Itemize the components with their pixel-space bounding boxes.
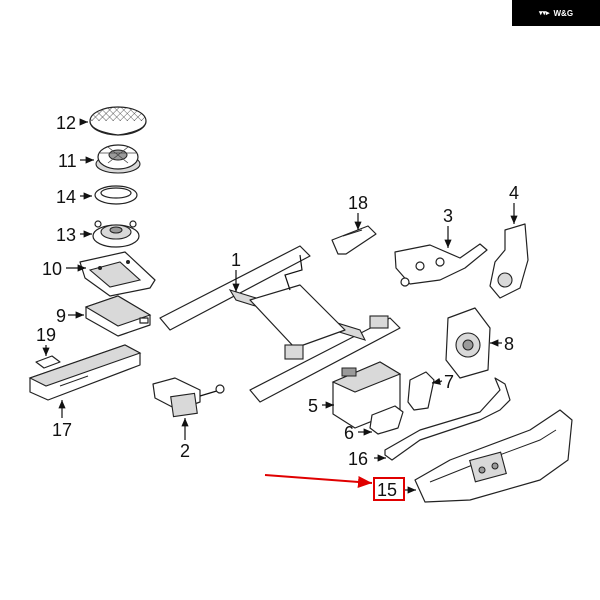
part-11-speaker	[95, 144, 141, 174]
part-14-ring	[94, 185, 138, 205]
leader-lines	[42, 118, 518, 494]
callout-17: 17	[52, 420, 72, 440]
callout-14: 14	[56, 187, 76, 207]
part-16-wire	[384, 377, 511, 461]
part-7-knob	[407, 371, 435, 411]
part-4-recliner	[489, 223, 529, 299]
brand-text: W&G	[553, 8, 574, 18]
part-8-switch-housing	[445, 307, 491, 379]
part-2-motor	[152, 377, 225, 418]
part-10-bracket	[79, 251, 156, 297]
part-19-clip	[35, 355, 61, 369]
callout-16: 16	[348, 449, 368, 469]
brand-logo: ▾▾▸ W&G	[512, 0, 600, 26]
highlight-arrow	[264, 474, 373, 488]
part-3-linkage	[394, 243, 488, 287]
callout-7: 7	[444, 372, 454, 392]
callout-10: 10	[42, 259, 62, 279]
callout-13: 13	[56, 225, 76, 245]
callout-5: 5	[308, 396, 318, 416]
callout-3: 3	[443, 206, 453, 226]
callout-8: 8	[504, 334, 514, 354]
brand-mark-icon: ▾▾▸	[538, 10, 550, 17]
callout-2: 2	[180, 441, 190, 461]
callout-11: 11	[58, 151, 77, 171]
callout-12: 12	[56, 113, 76, 133]
part-18-bracket	[331, 225, 377, 255]
part-6-knob	[369, 405, 404, 435]
callout-4: 4	[509, 183, 519, 203]
callout-9: 9	[56, 306, 66, 326]
part-15-side-shield	[414, 409, 573, 503]
callout-6: 6	[344, 423, 354, 443]
part-13-speaker-adapter	[92, 220, 140, 248]
part-12-speaker-grille	[89, 106, 147, 136]
callout-1: 1	[231, 250, 241, 270]
callout-15: 15	[377, 480, 397, 500]
callout-18: 18	[348, 193, 368, 213]
part-17-track-cover	[28, 344, 142, 401]
part-9-control-module	[84, 295, 152, 337]
callout-19: 19	[36, 325, 56, 345]
highlight-box	[373, 477, 405, 501]
